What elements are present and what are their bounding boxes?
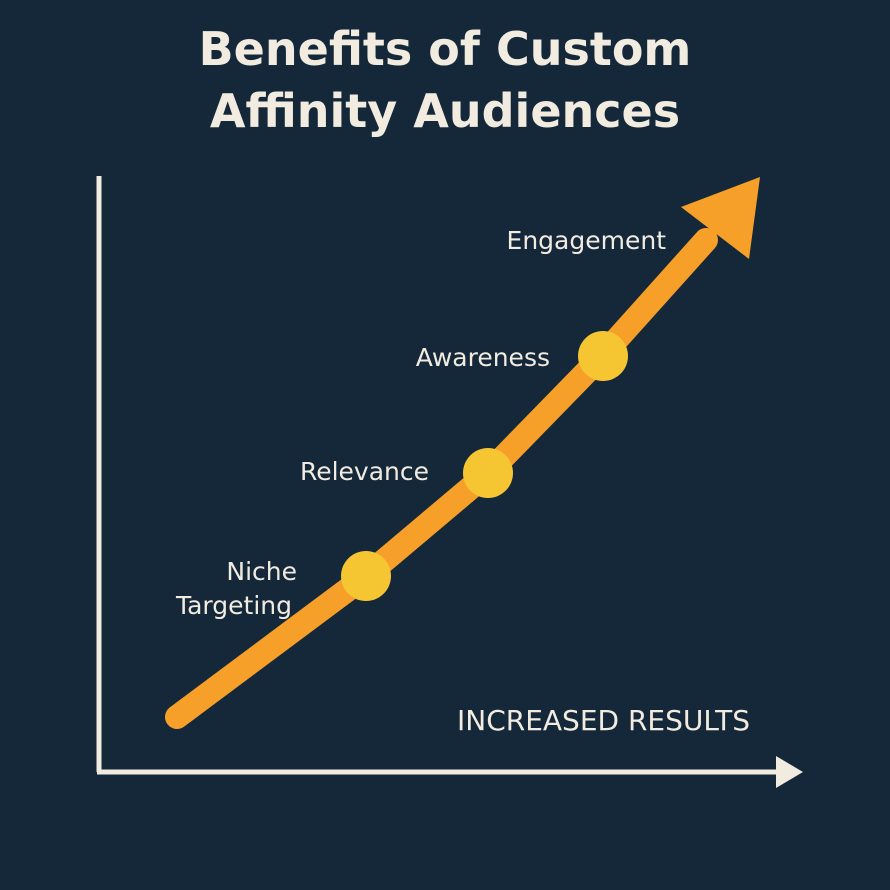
stage-label-niche: Niche xyxy=(226,557,297,586)
stage-label-targeting: Targeting xyxy=(175,591,292,620)
stage-label-awareness: Awareness xyxy=(416,343,550,372)
milestone-awareness xyxy=(578,331,628,381)
stage-label-relevance: Relevance xyxy=(300,457,429,486)
diagram-title: Benefits of Custom Affinity Audiences xyxy=(0,18,890,142)
growth-arrow-head xyxy=(681,177,760,259)
milestone-relevance xyxy=(463,448,513,498)
x-axis-label: INCREASED RESULTS xyxy=(457,704,750,737)
growth-arrow-line xyxy=(165,228,718,729)
title-line-2: Affinity Audiences xyxy=(209,84,681,138)
x-axis-arrowhead xyxy=(776,756,803,788)
title-line-1: Benefits of Custom xyxy=(198,22,692,76)
milestone-niche-targeting xyxy=(341,551,391,601)
stage-label-engagement: Engagement xyxy=(507,226,667,255)
